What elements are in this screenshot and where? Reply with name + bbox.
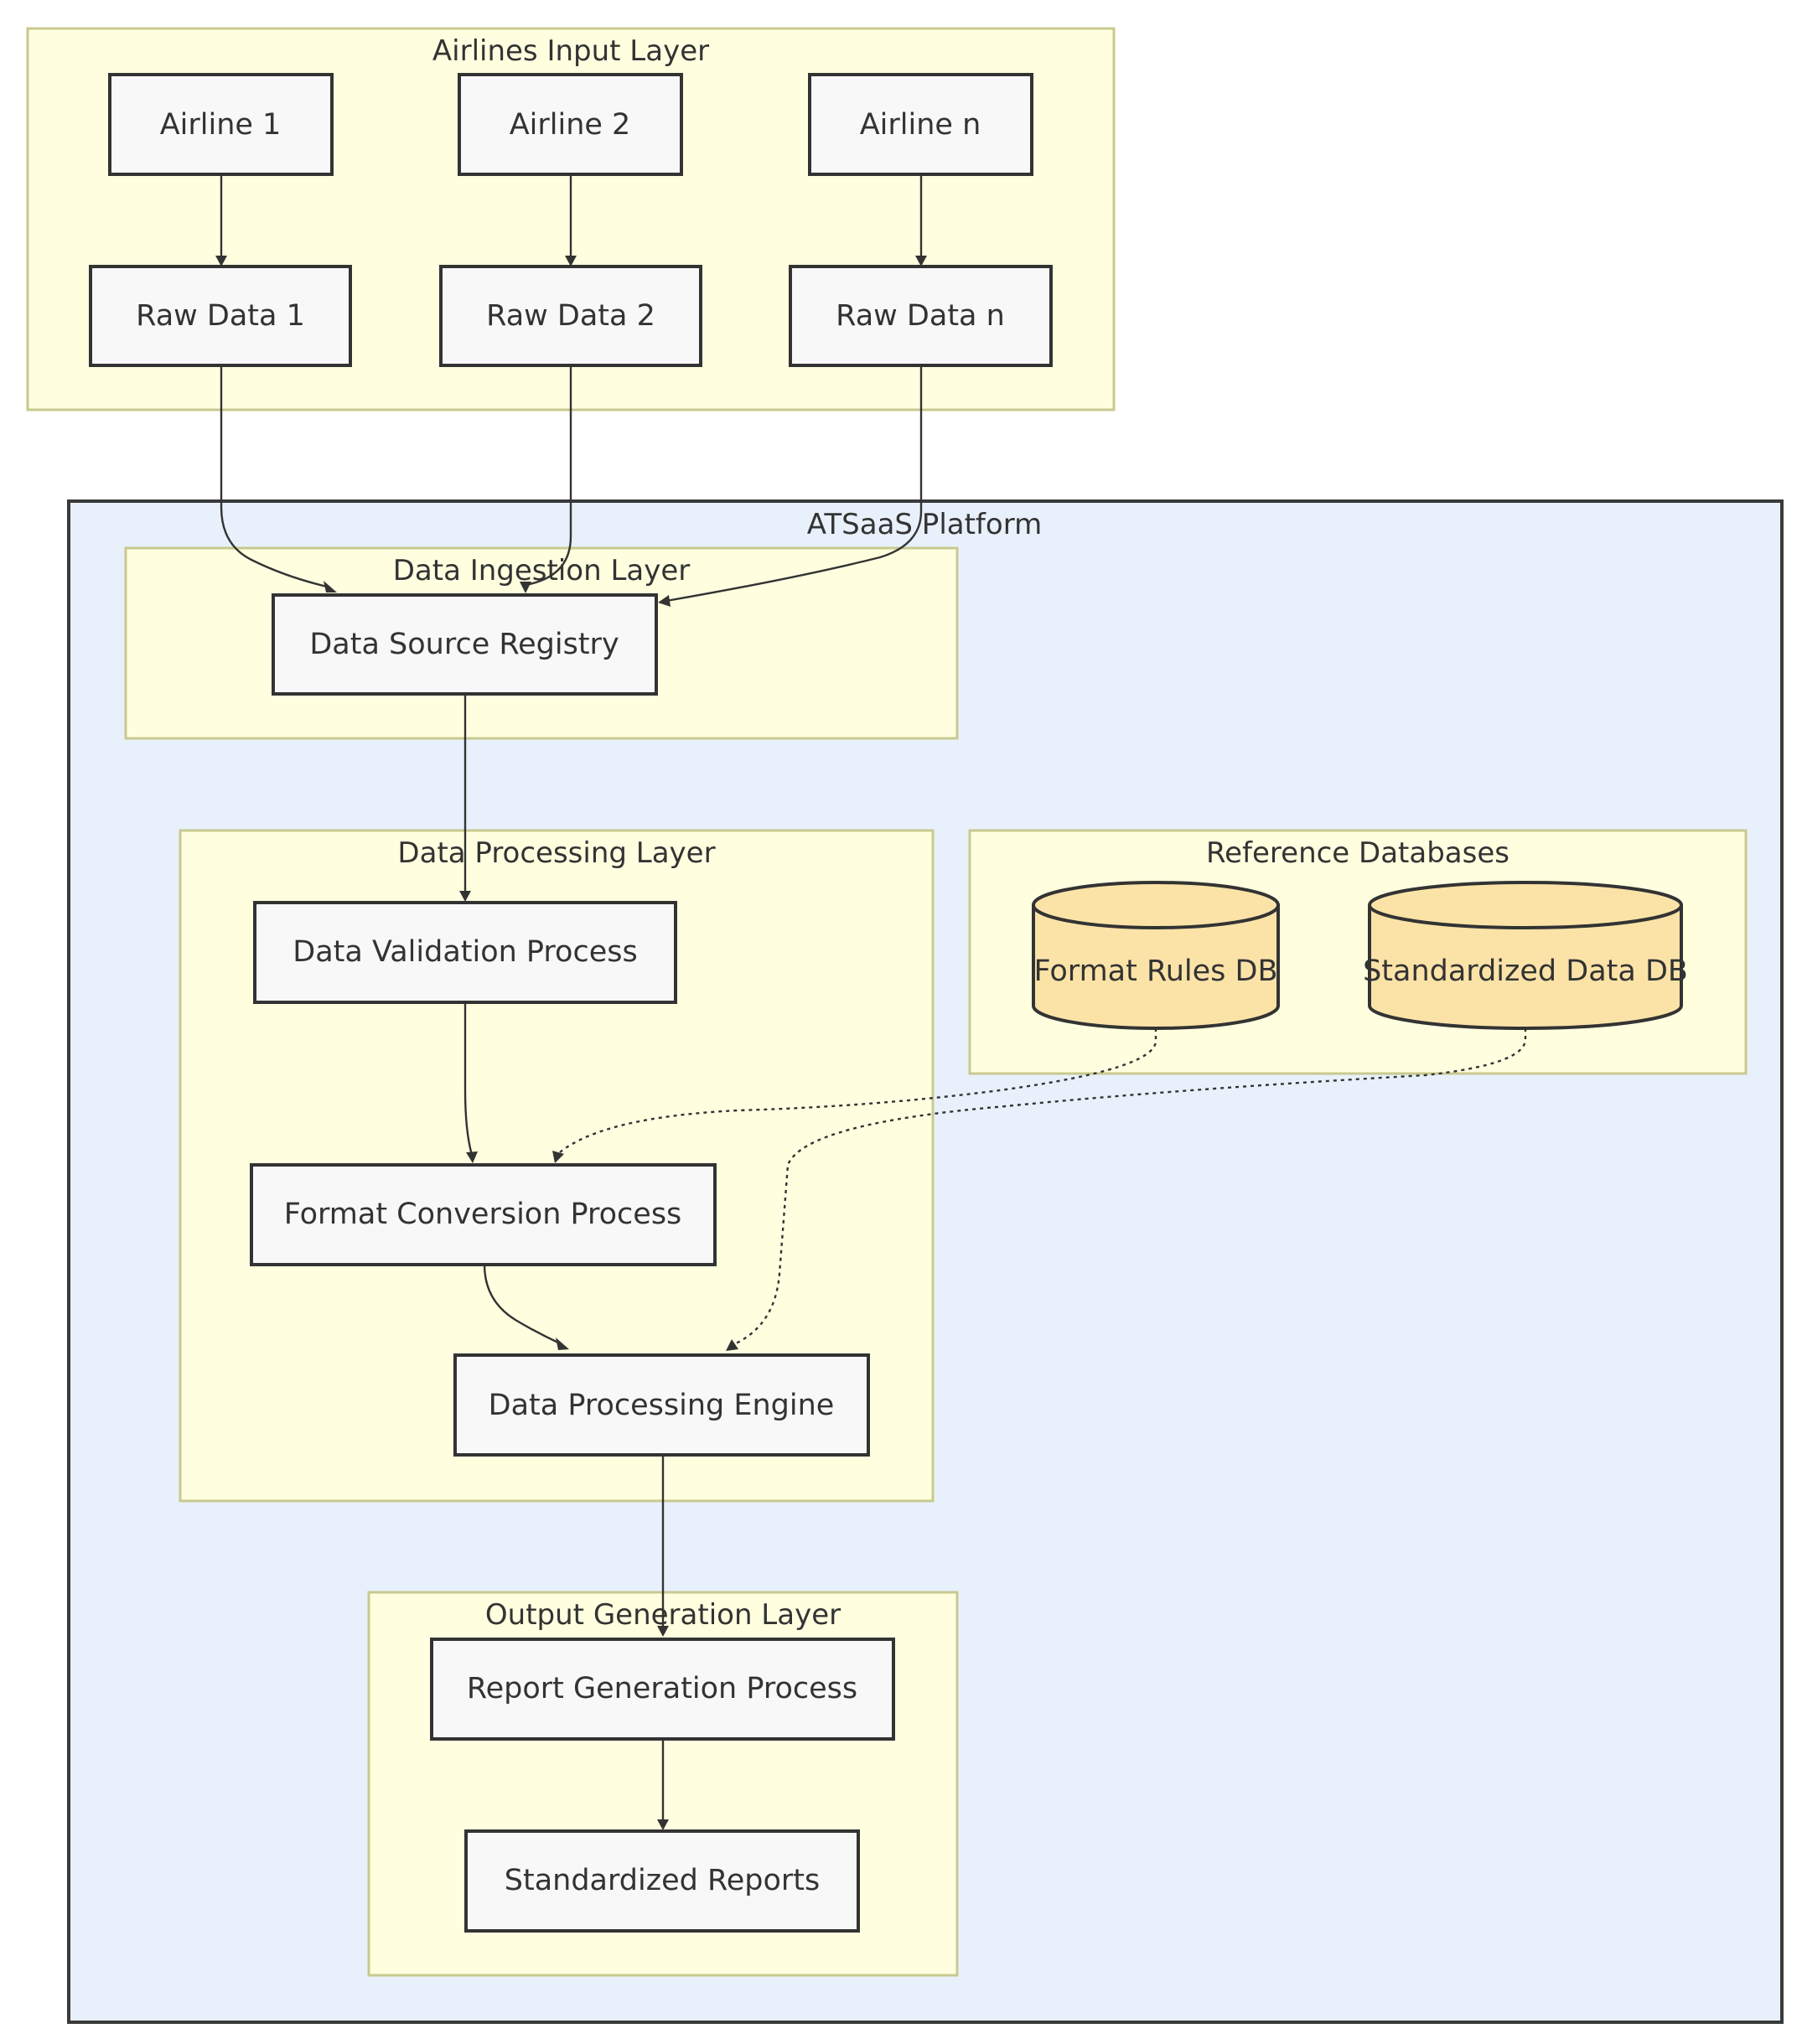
- node-raw-data-2[interactable]: Raw Data 2: [439, 265, 702, 367]
- node-airline-2[interactable]: Airline 2: [458, 73, 683, 176]
- node-data-source-registry-label: Data Source Registry: [309, 628, 619, 661]
- edge-raw1-registry: [220, 365, 328, 588]
- node-airline-1[interactable]: Airline 1: [108, 73, 334, 176]
- node-format-conversion-process-label: Format Conversion Process: [284, 1198, 682, 1231]
- node-raw-data-2-label: Raw Data 2: [486, 299, 655, 333]
- arrowhead: [657, 1626, 669, 1637]
- node-raw-data-1-label: Raw Data 1: [136, 299, 305, 333]
- airlines-input-layer-title: Airlines Input Layer: [432, 34, 709, 68]
- node-airline-n[interactable]: Airline n: [808, 73, 1033, 176]
- node-data-validation-process[interactable]: Data Validation Process: [253, 901, 677, 1004]
- arrowhead: [657, 1819, 669, 1830]
- arrowhead: [565, 256, 577, 266]
- arrowhead: [459, 891, 471, 902]
- node-standardized-reports-label: Standardized Reports: [505, 1864, 820, 1897]
- db-format-rules-label: Format Rules DB: [1034, 955, 1278, 988]
- node-report-generation-process-label: Report Generation Process: [467, 1672, 857, 1705]
- node-data-processing-engine[interactable]: Data Processing Engine: [453, 1353, 870, 1457]
- db-standardized-data-label: Standardized Data DB: [1363, 955, 1688, 988]
- node-format-conversion-process[interactable]: Format Conversion Process: [250, 1163, 717, 1266]
- node-standardized-reports[interactable]: Standardized Reports: [464, 1829, 860, 1933]
- edge-raw2-registry: [525, 365, 572, 587]
- arrowhead: [658, 595, 671, 607]
- node-raw-data-n[interactable]: Raw Data n: [789, 265, 1053, 367]
- node-data-validation-process-label: Data Validation Process: [293, 935, 637, 969]
- arrowhead: [726, 1339, 738, 1351]
- node-raw-data-n-label: Raw Data n: [836, 299, 1005, 333]
- node-airline-2-label: Airline 2: [510, 108, 631, 142]
- node-airline-1-label: Airline 1: [160, 108, 282, 142]
- atsaas-platform-title: ATSaaS Platform: [807, 508, 1042, 541]
- arrowhead: [915, 256, 927, 266]
- edges: [215, 174, 1527, 1830]
- db-standardized-data[interactable]: Standardized Data DB: [1363, 881, 1688, 1030]
- reference-databases-title: Reference Databases: [1206, 836, 1509, 870]
- arrowhead: [215, 256, 227, 266]
- arrowhead: [520, 582, 531, 593]
- data-ingestion-layer-title: Data Ingestion Layer: [393, 554, 691, 587]
- edge-standardized-engine: [735, 1028, 1527, 1345]
- edge-validation-conversion: [463, 1002, 474, 1156]
- node-airline-n-label: Airline n: [860, 108, 981, 142]
- arrowhead: [556, 1338, 569, 1350]
- edge-rawn-registry: [665, 365, 923, 603]
- node-data-processing-engine-label: Data Processing Engine: [489, 1389, 835, 1422]
- edge-conversion-engine: [483, 1264, 561, 1345]
- node-data-source-registry[interactable]: Data Source Registry: [272, 593, 658, 696]
- node-raw-data-1[interactable]: Raw Data 1: [89, 265, 352, 367]
- node-report-generation-process[interactable]: Report Generation Process: [430, 1638, 895, 1741]
- arrowhead: [324, 581, 337, 593]
- data-processing-layer-title: Data Processing Layer: [397, 836, 715, 870]
- arrowhead: [466, 1151, 478, 1163]
- db-format-rules[interactable]: Format Rules DB: [1032, 881, 1280, 1030]
- arrowhead: [552, 1151, 564, 1163]
